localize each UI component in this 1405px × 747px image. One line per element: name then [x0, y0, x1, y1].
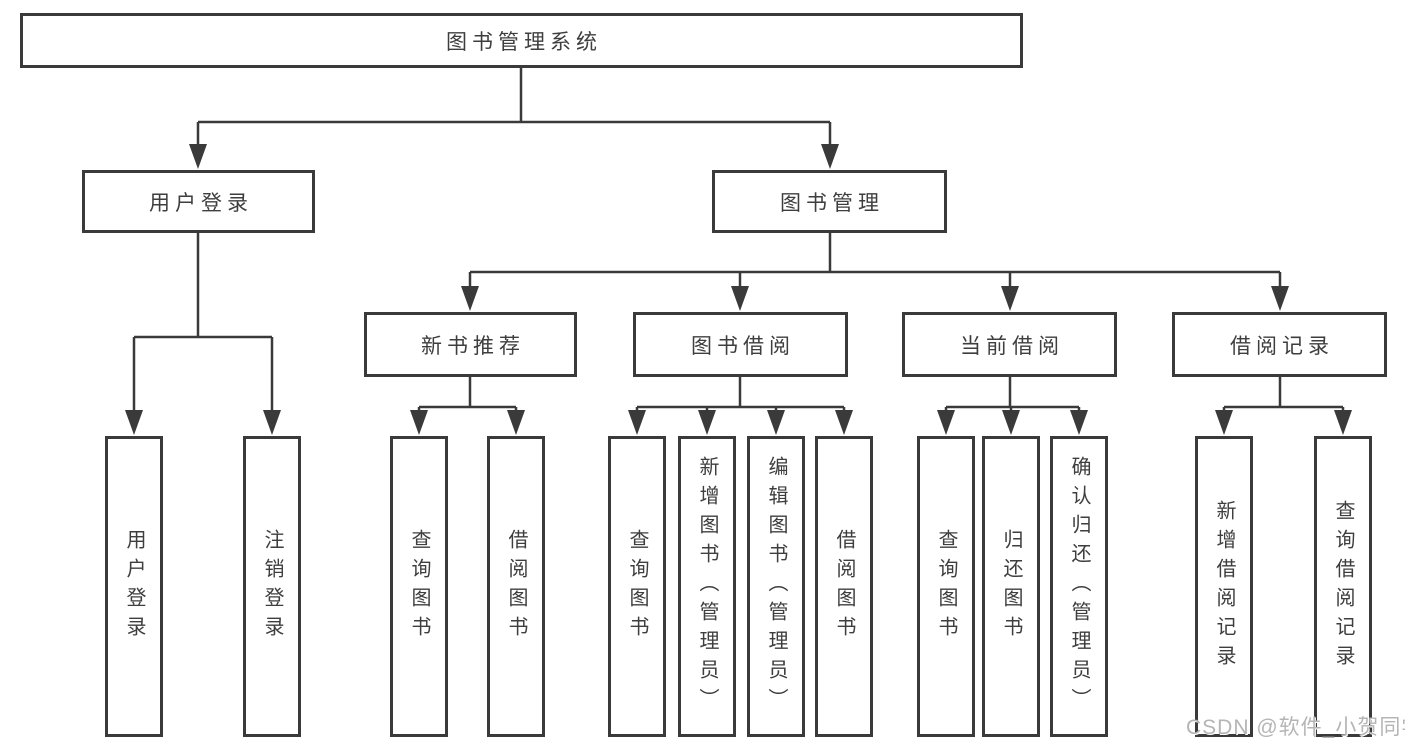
leaf-borrow-books-recommend: 借阅图书: [487, 436, 545, 737]
node-current-borrowing: 当前借阅: [902, 312, 1117, 377]
leaf-add-borrow-record: 新增借阅记录: [1195, 436, 1253, 737]
leaf-borrow-books-borrowing: 借阅图书: [815, 436, 873, 737]
leaf-query-books-borrowing: 查询图书: [608, 436, 666, 737]
leaf-add-book-admin: 新增图书（管理员）: [678, 436, 736, 737]
leaf-confirm-return-admin: 确认归还（管理员）: [1050, 436, 1108, 737]
node-library-system: 图书管理系统: [20, 13, 1023, 68]
leaf-user-login: 用户登录: [105, 436, 163, 737]
arrowhead-icons: [125, 144, 1352, 435]
leaf-logout: 注销登录: [243, 436, 301, 737]
node-book-borrowing: 图书借阅: [633, 312, 848, 377]
leaf-query-books-recommend: 查询图书: [390, 436, 448, 737]
node-borrowing-records: 借阅记录: [1172, 312, 1387, 377]
node-user-login: 用户登录: [82, 170, 315, 233]
leaf-edit-book-admin: 编辑图书（管理员）: [747, 436, 805, 737]
node-book-management: 图书管理: [712, 170, 947, 233]
node-new-book-recommendation: 新书推荐: [364, 312, 577, 377]
leaf-query-borrow-record: 查询借阅记录: [1314, 436, 1372, 737]
csdn-watermark: CSDN @软件_小贺同学: [1186, 716, 1405, 739]
leaf-query-books-current: 查询图书: [917, 436, 975, 737]
leaf-return-books: 归还图书: [982, 436, 1040, 737]
